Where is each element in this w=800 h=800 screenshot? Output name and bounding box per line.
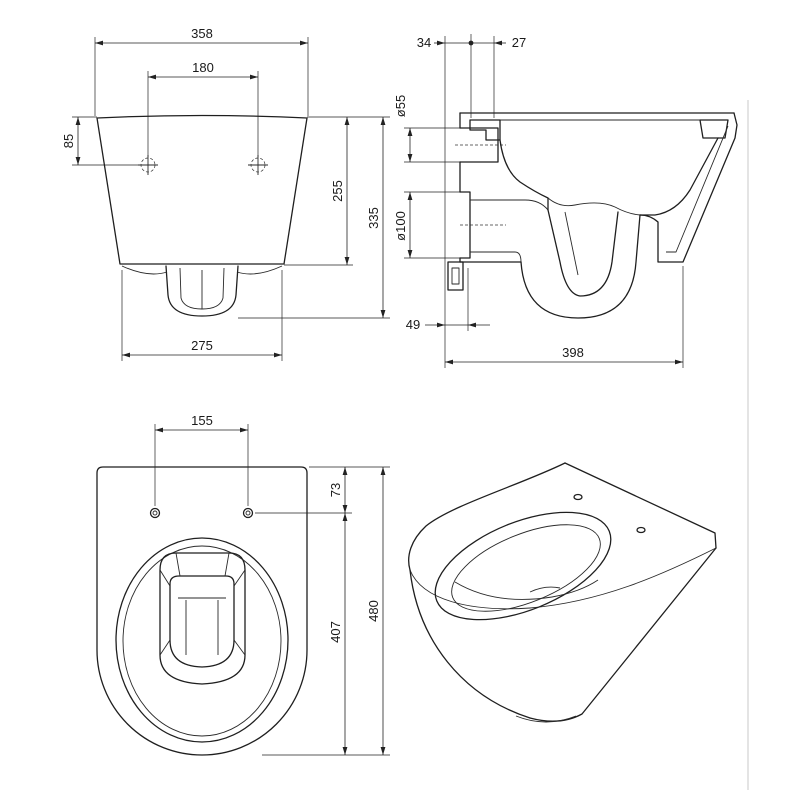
perspective-bowl-depth	[454, 579, 599, 600]
dim-label-wall-to-axis: 34	[417, 35, 431, 50]
front-underside-left	[121, 265, 168, 275]
bowl-front-wall	[639, 137, 719, 216]
front-underside-right	[236, 265, 283, 275]
dim-label-outlet-diameter: ø100	[393, 211, 408, 241]
top-extension-lines	[154, 424, 390, 756]
perspective-right-back-edge	[564, 462, 717, 549]
top-outer-outline	[96, 466, 308, 756]
rim-channel-front	[699, 119, 729, 139]
side-extension-lines	[404, 127, 684, 368]
front-body-outline	[96, 114, 308, 265]
dim-label-hole-to-front: 407	[328, 621, 343, 643]
bowl-back-wall	[499, 139, 549, 211]
front-outer-wall	[639, 112, 738, 263]
perspective-left-side	[409, 569, 531, 719]
dim-label-overall-height: 335	[366, 207, 381, 229]
fixing-hole-right	[248, 155, 268, 175]
dim-label-hole-offset: 73	[328, 483, 343, 497]
front-extension-lines	[72, 37, 390, 361]
front-view: 358 180 85 255 335 275	[61, 26, 390, 361]
perspective-fixing-hole-right	[636, 526, 646, 534]
trap-opening	[169, 575, 235, 668]
front-wall-inner-line	[666, 125, 729, 253]
perspective-view	[408, 462, 717, 723]
dim-label-overall-length: 480	[366, 600, 381, 622]
dim-label-top-hole-spacing: 155	[191, 413, 213, 428]
dim-label-body-height: 255	[330, 180, 345, 202]
dim-label-axis-offset: 27	[512, 35, 526, 50]
rim-channel-back	[469, 119, 501, 141]
trap-inner	[547, 209, 619, 297]
perspective-fixing-hole-left	[573, 493, 583, 501]
perspective-trap-hint	[529, 586, 561, 593]
dim-label-base-width: 275	[191, 338, 213, 353]
outlet-channel-bottom	[470, 251, 522, 263]
seat-rim-inner	[122, 545, 282, 737]
dim-label-overall-depth: 398	[562, 345, 584, 360]
outlet-channel-top	[470, 199, 549, 211]
top-fixing-hole-right	[242, 507, 254, 519]
axis-dot	[468, 40, 474, 46]
wall-bracket-inner	[451, 267, 460, 285]
bowl-facets	[159, 552, 246, 656]
bowl-opening	[159, 552, 246, 685]
dim-label-overall-width: 358	[191, 26, 213, 41]
wall-bracket	[447, 261, 464, 291]
perspective-back-edge	[408, 462, 566, 571]
top-view: 155 73 407 480	[96, 413, 390, 756]
side-section-view: 34 27 ø55 ø100 49 398	[393, 34, 738, 368]
dim-label-hole-spacing: 180	[192, 60, 214, 75]
dim-label-hole-height: 85	[61, 134, 76, 148]
seat-rim-outer	[115, 537, 289, 743]
trap-weir	[564, 211, 579, 276]
dim-label-outlet-offset: 49	[406, 317, 420, 332]
bowl-bottom	[547, 197, 641, 216]
perspective-bowl-outer	[434, 511, 612, 621]
perspective-bottom-arc	[515, 715, 577, 723]
front-trap-outline	[165, 265, 239, 317]
perspective-bowl-inner	[451, 524, 601, 612]
top-fixing-hole-left	[149, 507, 161, 519]
fixing-hole-left	[138, 155, 158, 175]
trap-outer	[520, 214, 641, 319]
dim-label-inlet-diameter: ø55	[393, 95, 408, 117]
perspective-right-side	[529, 547, 717, 722]
